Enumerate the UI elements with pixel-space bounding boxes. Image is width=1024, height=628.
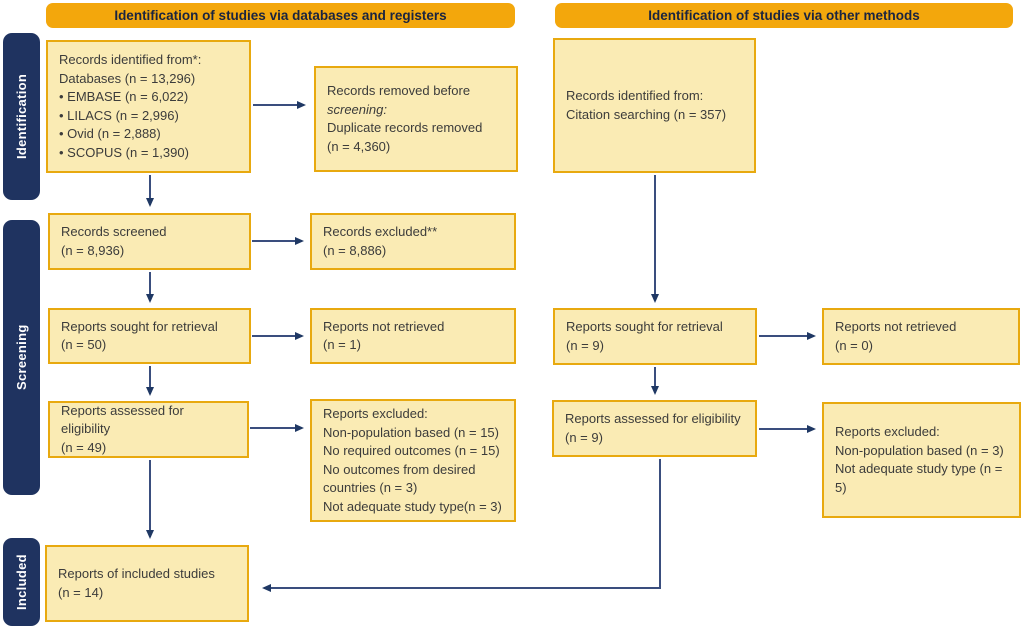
box-reports-assessed-databases: Reports assessed for eligibility (n = 49… [48, 401, 249, 458]
box-line: • SCOPUS (n = 1,390) [59, 144, 189, 160]
box-line: Databases (n = 13,296) [59, 70, 196, 86]
box-line: Citation searching (n = 357) [566, 106, 727, 122]
box-line: (n = 14) [58, 584, 104, 600]
box-line: No required outcomes (n = 15) [323, 443, 500, 458]
box-line: Reports not retrieved [323, 318, 445, 334]
box-line: Records identified from*: [59, 52, 202, 67]
box-line: • LILACS (n = 2,996) [59, 107, 179, 123]
box-line: Non-population based (n = 3) [835, 442, 1004, 458]
box-line: (n = 9) [565, 429, 603, 445]
box-line: Non-population based (n = 15) [323, 424, 499, 440]
box-records-screened: Records screened (n = 8,936) [48, 213, 251, 270]
box-line: No outcomes from desired [323, 461, 476, 477]
phase-label-identification: Identification [3, 33, 40, 200]
box-line: Not adequate study type(n = 3) [323, 498, 502, 514]
box-reports-not-retrieved-other: Reports not retrieved (n = 0) [822, 308, 1020, 365]
box-line: Reports assessed for eligibility [565, 411, 741, 426]
box-reports-of-included-studies: Reports of included studies (n = 14) [45, 545, 249, 622]
box-line: Duplicate records removed [327, 120, 483, 135]
box-records-identified-citation: Records identified from: Citation search… [553, 38, 756, 173]
box-line: (n = 49) [61, 439, 107, 455]
box-line: (n = 4,360) [327, 138, 391, 154]
box-line: (n = 50) [61, 337, 107, 352]
box-reports-not-retrieved-databases: Reports not retrieved (n = 1) [310, 308, 516, 364]
box-line: Records screened [61, 224, 167, 239]
header-databases-registers: Identification of studies via databases … [46, 3, 515, 28]
box-line: Reports excluded: [835, 424, 940, 439]
box-records-identified-databases: Records identified from*: Databases (n =… [46, 40, 251, 173]
box-line: (n = 8,886) [323, 242, 387, 258]
box-line: Reports of included studies [58, 566, 215, 581]
box-reports-excluded-databases: Reports excluded: Non-population based (… [310, 399, 516, 522]
box-line: Reports excluded: [323, 406, 428, 421]
box-records-excluded: Records excluded** (n = 8,886) [310, 213, 516, 270]
box-line: Reports not retrieved [835, 319, 957, 334]
box-line: (n = 9) [566, 337, 604, 353]
box-reports-assessed-other: Reports assessed for eligibility (n = 9) [552, 400, 757, 457]
box-line: Records identified from: [566, 88, 704, 103]
box-line: • Ovid (n = 2,888) [59, 126, 161, 141]
box-line: Reports sought for retrieval [566, 319, 723, 334]
header-other-methods: Identification of studies via other meth… [555, 3, 1013, 28]
box-line: (n = 8,936) [61, 242, 125, 258]
phase-label-screening: Screening [3, 220, 40, 495]
box-records-removed-before-screening: Records removed before screening: Duplic… [314, 66, 518, 172]
phase-label-included: Included [3, 538, 40, 626]
box-line: (n = 1) [323, 337, 361, 352]
box-line: countries (n = 3) [323, 480, 418, 495]
box-reports-sought-other: Reports sought for retrieval (n = 9) [553, 308, 757, 365]
box-line: Reports assessed for eligibility [61, 402, 184, 437]
box-reports-excluded-other: Reports excluded: Non-population based (… [822, 402, 1021, 518]
box-line: Reports sought for retrieval [61, 318, 218, 334]
box-line: Records excluded** [323, 224, 438, 239]
box-reports-sought-databases: Reports sought for retrieval (n = 50) [48, 308, 251, 364]
box-line: screening: [327, 101, 387, 117]
box-line: • EMBASE (n = 6,022) [59, 89, 189, 104]
box-line: Records removed before [327, 83, 471, 98]
box-line: Not adequate study type (n = 5) [835, 461, 1003, 495]
box-line: (n = 0) [835, 337, 873, 353]
